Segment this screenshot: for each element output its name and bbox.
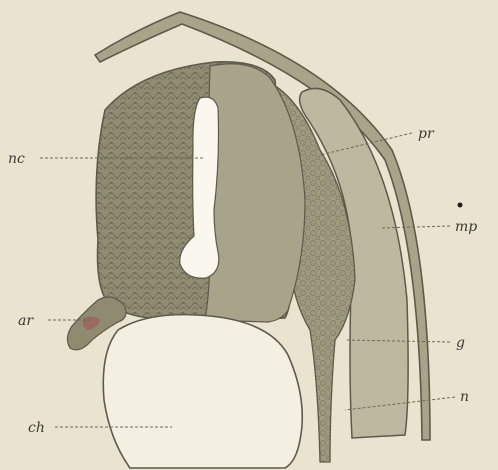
label-ch: ch bbox=[28, 420, 45, 436]
label-ar: ar bbox=[18, 313, 34, 329]
label-n: n bbox=[460, 389, 469, 405]
notochord bbox=[103, 315, 302, 468]
label-mp: mp bbox=[455, 219, 477, 235]
label-pr: pr bbox=[418, 126, 435, 142]
ink-dot bbox=[458, 203, 463, 208]
label-nc: nc bbox=[8, 151, 25, 167]
label-g: g bbox=[456, 335, 465, 351]
